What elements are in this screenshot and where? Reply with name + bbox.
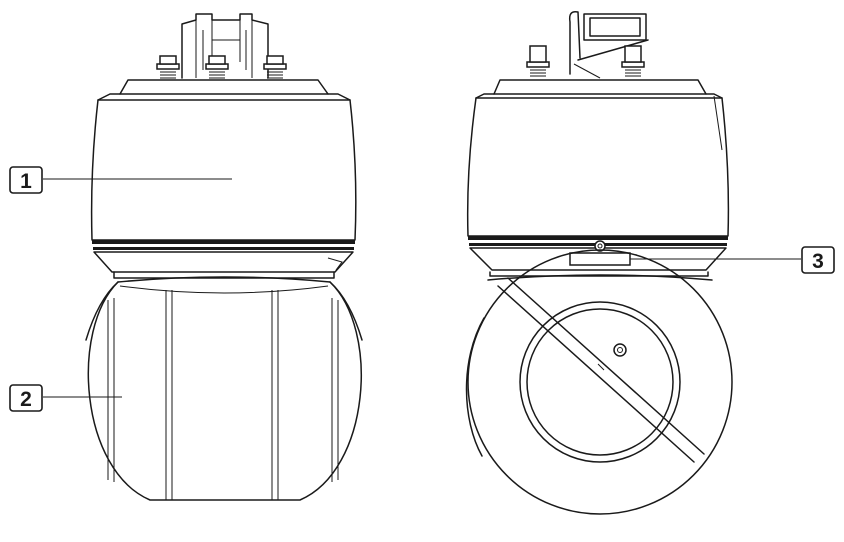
dome-left <box>85 276 363 501</box>
dome-right <box>465 249 733 515</box>
callout-1: 1 <box>9 166 232 194</box>
callout-2-label: 2 <box>20 388 32 411</box>
mount-bracket-left <box>156 13 287 79</box>
mount-bracket-right <box>526 10 649 79</box>
callout-3: 3 <box>630 246 835 274</box>
screw-right-2 <box>621 45 645 77</box>
screw-left-1 <box>156 55 180 79</box>
callout-2: 2 <box>9 384 122 412</box>
camera-rear-view <box>465 10 733 515</box>
camera-front-view <box>85 13 363 501</box>
housing-body-left <box>90 99 357 241</box>
screw-left-3 <box>263 55 287 79</box>
housing-body-right <box>466 97 730 237</box>
label-plate <box>569 240 631 266</box>
screw-left-2 <box>205 55 229 79</box>
top-cap-left <box>119 79 329 95</box>
callout-3-label: 3 <box>812 250 824 273</box>
callout-1-label: 1 <box>20 170 32 193</box>
screw-right-1 <box>526 45 550 77</box>
